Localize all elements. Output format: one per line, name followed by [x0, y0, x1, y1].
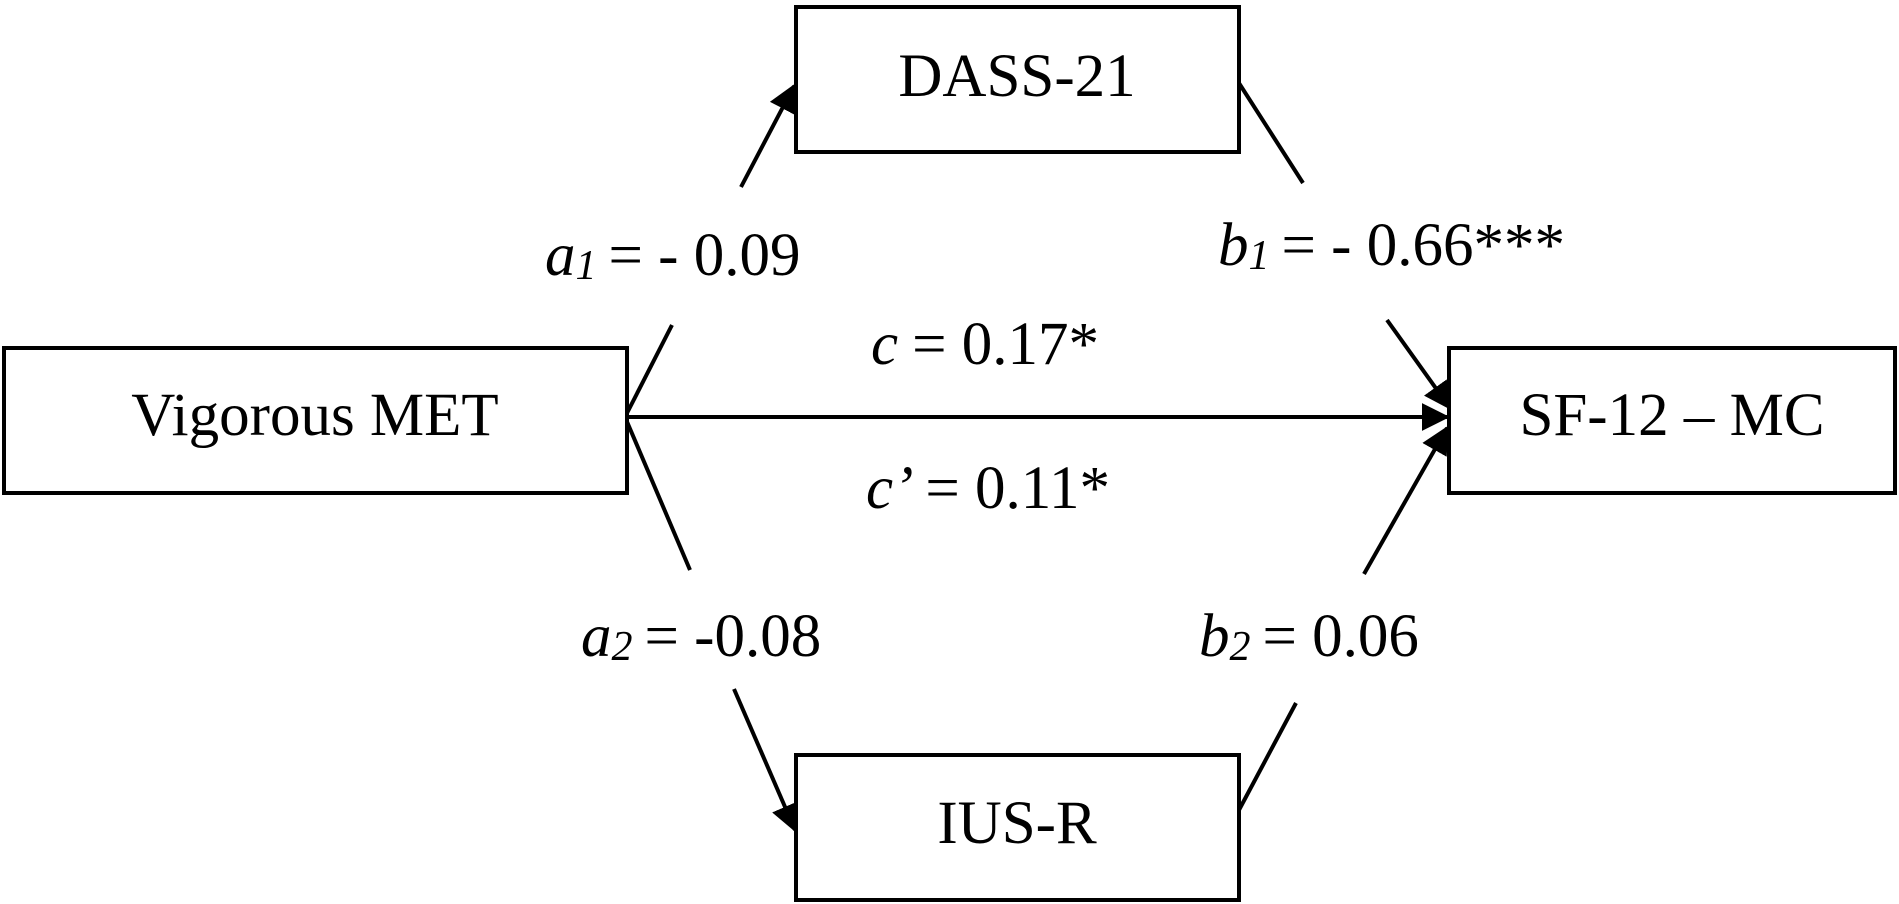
- node-ius-r: IUS-R: [794, 753, 1241, 902]
- node-vigorous-met-label: Vigorous MET: [131, 382, 498, 449]
- path-a2-lower-segment: [732, 688, 798, 833]
- node-ius-r-label: IUS-R: [937, 790, 1097, 857]
- path-b1-lower-segment: [1385, 318, 1452, 411]
- node-dass21: DASS-21: [794, 5, 1241, 154]
- coef-b2: b2= 0.06: [1199, 603, 1419, 670]
- coef-b1: b1= - 0.66***: [1218, 212, 1565, 279]
- coef-c-prime: c’= 0.11*: [866, 455, 1110, 522]
- coef-a1: a1= - 0.09: [545, 222, 800, 289]
- coef-a2: a2= -0.08: [581, 603, 821, 670]
- coef-c: c= 0.17*: [871, 311, 1099, 378]
- node-sf12-mc-label: SF-12 – MC: [1519, 382, 1824, 449]
- path-b2-lower-segment: [1237, 702, 1298, 811]
- path-a1-upper-segment: [739, 83, 796, 188]
- node-sf12-mc: SF-12 – MC: [1447, 346, 1897, 495]
- path-b1-upper-segment: [1235, 78, 1305, 185]
- node-dass21-label: DASS-21: [898, 43, 1135, 110]
- path-a2-upper-segment: [623, 416, 692, 571]
- path-a1-lower-segment: [623, 324, 674, 418]
- node-vigorous-met: Vigorous MET: [2, 346, 629, 495]
- path-b2-upper-segment: [1362, 425, 1449, 575]
